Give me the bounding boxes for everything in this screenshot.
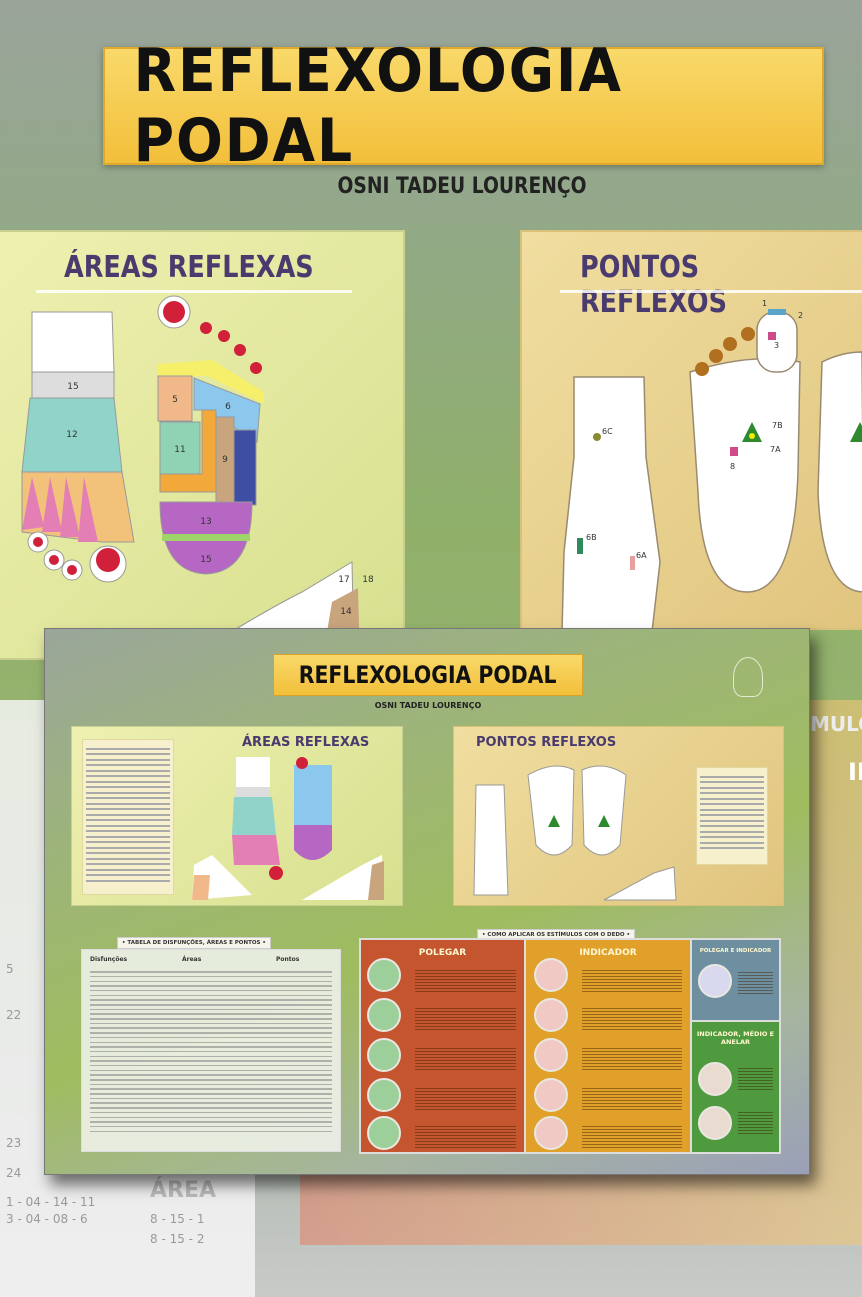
inset-pontos-legend bbox=[696, 767, 768, 865]
area-label: 11 bbox=[174, 445, 185, 455]
table-header: Disfunções bbox=[90, 956, 128, 963]
point-label: 3 bbox=[774, 341, 779, 350]
point-label: 1 bbox=[762, 299, 767, 308]
column-title: POLEGAR E INDICADOR bbox=[699, 948, 772, 954]
area-label: 18 bbox=[362, 575, 374, 585]
point-label: 7B bbox=[772, 421, 783, 430]
area-label: 6 bbox=[225, 402, 231, 412]
area-label: 13 bbox=[200, 517, 211, 527]
table-caption: • TABELA DE DISFUNÇÕES, ÁREAS E PONTOS • bbox=[117, 937, 271, 949]
point-label: 6A bbox=[636, 551, 647, 560]
column-title: POLEGAR bbox=[418, 948, 467, 958]
bg-row: 3 - 04 - 08 - 6 bbox=[6, 1212, 88, 1226]
disfuncoes-table: Disfunções Áreas Pontos bbox=[81, 949, 341, 1152]
area-label: 5 bbox=[172, 395, 178, 405]
table-header: Pontos bbox=[276, 956, 300, 963]
bg-row: 8 - 15 - 2 bbox=[150, 1232, 205, 1246]
inset-pontos-feet bbox=[473, 765, 677, 901]
como-aplicar-section: POLEGAR INDICADOR POLEGAR E INDICADOR IN… bbox=[359, 938, 781, 1154]
point-label: 6C bbox=[602, 427, 613, 436]
areas-reflexas-panel: ÁREAS REFLEXAS 15 12 5 6 11 9 13 15 17 1… bbox=[0, 230, 405, 662]
bg-row: 8 - 15 - 1 bbox=[150, 1212, 205, 1226]
point-label: 7A bbox=[770, 445, 781, 454]
inset-areas-feet bbox=[192, 757, 384, 900]
point-label: 6B bbox=[586, 533, 597, 542]
author-name: OSNI TADEU LOURENÇO bbox=[337, 174, 587, 199]
indicador-medio-anelar-column: INDICADOR, MÉDIO E ANELAR bbox=[692, 1022, 779, 1152]
bg-row: 5 bbox=[6, 962, 14, 976]
areas-title: ÁREAS REFLEXAS bbox=[64, 250, 314, 285]
column-title: INDICADOR, MÉDIO E ANELAR bbox=[696, 1030, 775, 1046]
areas-foot-diagram: 15 12 5 6 11 9 13 15 17 18 14 bbox=[21, 295, 374, 662]
inset-areas-legend bbox=[82, 739, 174, 895]
inset-areas-title: ÁREAS REFLEXAS bbox=[242, 735, 370, 750]
bg-heading: IN bbox=[848, 758, 862, 786]
page-title: REFLEXOLOGIA PODAL bbox=[133, 36, 623, 176]
area-label: 9 bbox=[222, 455, 228, 465]
area-label: 12 bbox=[66, 430, 77, 440]
inset-pontos-panel: PONTOS REFLEXOS bbox=[453, 726, 784, 906]
area-label: 17 bbox=[338, 575, 349, 585]
poster-preview: REFLEXOLOGIA PODAL OSNI TADEU LOURENÇO Á… bbox=[44, 628, 810, 1175]
pontos-foot-diagram: 1 2 3 6C 6B 6A 7B 7A 8 bbox=[561, 299, 862, 632]
inset-title-banner: REFLEXOLOGIA PODAL bbox=[273, 654, 583, 696]
publisher-logo-icon bbox=[733, 657, 763, 697]
bg-row: 1 - 04 - 14 - 11 bbox=[6, 1195, 96, 1209]
inset-author: OSNI TADEU LOURENÇO bbox=[374, 701, 482, 710]
bg-heading: MULOS bbox=[810, 712, 862, 736]
title-banner: REFLEXOLOGIA PODAL bbox=[103, 36, 824, 176]
area-label: 15 bbox=[67, 382, 78, 392]
polegar-indicador-column: POLEGAR E INDICADOR bbox=[692, 940, 779, 1020]
area-label: 14 bbox=[340, 607, 352, 617]
pontos-reflexos-panel: PONTOS REFLEXOS 1 2 3 6C 6B 6A 7B 7A 8 bbox=[520, 230, 862, 632]
bg-row: 23 bbox=[6, 1136, 22, 1150]
bg-heading: ÁREA bbox=[150, 1178, 217, 1203]
table-header: Áreas bbox=[182, 956, 202, 963]
point-label: 8 bbox=[730, 462, 735, 471]
polegar-column: POLEGAR bbox=[361, 940, 524, 1152]
column-title: INDICADOR bbox=[579, 948, 637, 958]
inset-areas-panel: ÁREAS REFLEXAS bbox=[71, 726, 403, 906]
inset-pontos-title: PONTOS REFLEXOS bbox=[476, 735, 617, 750]
point-label: 2 bbox=[798, 311, 803, 320]
inset-title: REFLEXOLOGIA PODAL bbox=[299, 661, 557, 689]
indicador-column: INDICADOR bbox=[526, 940, 690, 1152]
bg-row: 24 bbox=[6, 1166, 22, 1180]
bg-row: 22 bbox=[6, 1008, 22, 1022]
area-label: 15 bbox=[200, 555, 211, 565]
